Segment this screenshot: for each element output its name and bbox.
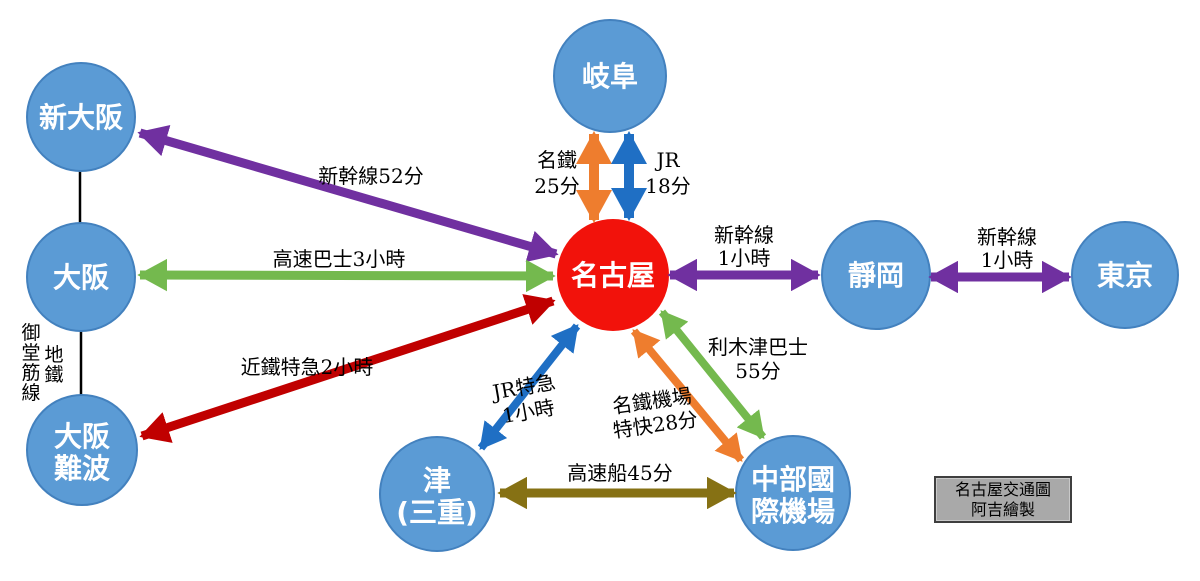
node-label-nagoya: 名古屋 — [571, 259, 655, 292]
edge-limousine-bus-nagoya-centrair — [658, 309, 767, 440]
credit-box: 名古屋交通圖 阿吉繪製 — [934, 476, 1072, 523]
node-tokyo — [1071, 221, 1179, 329]
credit-author: 阿吉繪製 — [970, 499, 1035, 519]
node-label-gifu: 岐阜 — [582, 60, 638, 93]
node-label-centrair-airport: 中部國際機場 — [751, 463, 835, 528]
label-subway: 地鐵 — [44, 344, 63, 386]
node-label-osaka: 大阪 — [53, 261, 109, 294]
label-shinkansen-52min: 新幹線52分 — [318, 164, 423, 188]
node-shin-osaka — [26, 62, 136, 172]
node-nagoya — [557, 219, 669, 331]
edge-shinkansen-shinosaka-nagoya — [137, 124, 559, 263]
credit-title: 名古屋交通圖 — [954, 479, 1051, 499]
label-midosuji-line: 御堂筋線 — [21, 322, 40, 404]
node-label-shizuoka: 靜岡 — [848, 259, 904, 292]
label-boat-45min: 高速船45分 — [567, 461, 672, 485]
label-meitetsu-express-28min: 名鐵機場特快28分 — [608, 383, 699, 442]
node-label-tsu-mie: 津(三重) — [396, 464, 478, 529]
edge-kintetsu-namba-nagoya — [139, 294, 556, 443]
node-osaka-namba — [26, 394, 138, 506]
label-expressbus-3h: 高速巴士3小時 — [273, 247, 406, 271]
label-kintetsu-2h: 近鐵特急2小時 — [241, 355, 374, 379]
node-osaka — [26, 222, 136, 332]
edge-bus-osaka-nagoya — [137, 258, 556, 293]
node-label-tokyo: 東京 — [1097, 259, 1153, 292]
node-label-shin-osaka: 新大阪 — [39, 101, 123, 134]
node-label-osaka-namba: 大阪難波 — [54, 420, 111, 485]
edge-jr-express-nagoya-tsu — [477, 323, 581, 451]
